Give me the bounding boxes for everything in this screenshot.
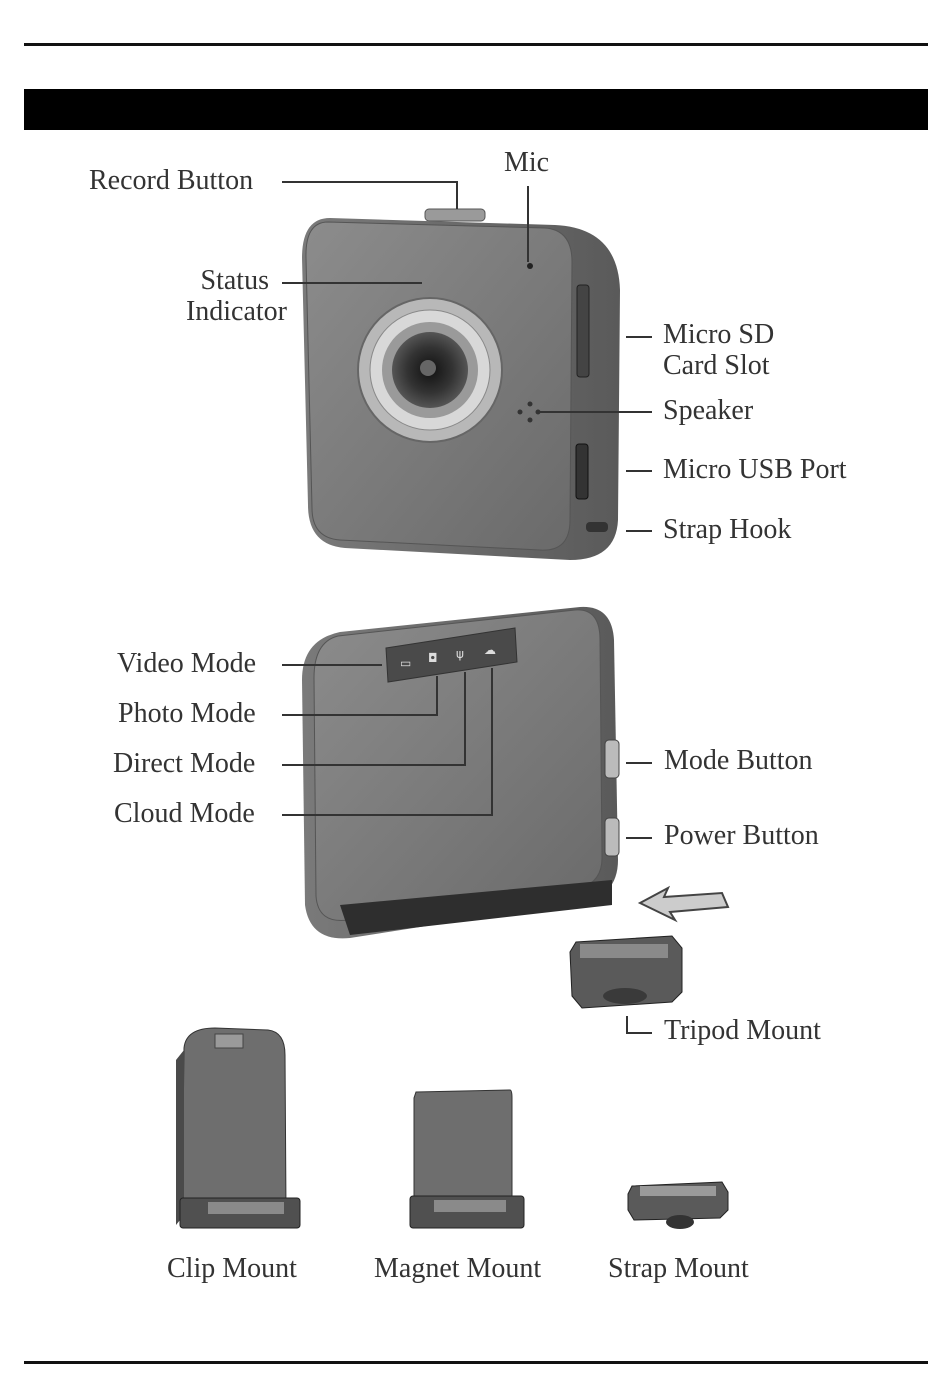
clip-mount-label: Clip Mount: [167, 1254, 297, 1284]
magnet-mount-shape: [410, 1090, 524, 1228]
direct-mode-leader-h: [282, 764, 466, 766]
speaker-leader: [540, 411, 652, 413]
mode-button-leader: [626, 762, 652, 764]
direct-mode-label: Direct Mode: [113, 749, 255, 779]
strap-hook-label: Strap Hook: [663, 515, 791, 545]
mic-hole: [527, 263, 533, 269]
speaker-label: Speaker: [663, 396, 753, 426]
record-button-label: Record Button: [89, 166, 253, 196]
power-button-leader: [626, 837, 652, 839]
micro-sd-label-line1: Micro SD: [663, 320, 774, 350]
cloud-mode-label: Cloud Mode: [114, 799, 255, 829]
tripod-mount-label: Tripod Mount: [664, 1016, 821, 1046]
status-indicator-label-line2: Indicator: [150, 297, 287, 327]
strap-hook-leader: [626, 530, 652, 532]
photo-mode-leader-v: [436, 676, 438, 716]
clip-mount-shape: [176, 1028, 300, 1228]
micro-sd-leader: [626, 336, 652, 338]
cloud-mode-leader-h: [282, 814, 493, 816]
cloud-mode-leader-v: [491, 668, 493, 816]
usb-port-shape: [576, 444, 588, 499]
micro-usb-label: Micro USB Port: [663, 455, 847, 485]
photo-mode-leader-h: [282, 714, 438, 716]
magnet-mount-label: Magnet Mount: [374, 1254, 541, 1284]
mode-button-shape: [605, 740, 619, 778]
record-button-leader-h: [282, 181, 458, 183]
slide-arrow: [640, 888, 728, 920]
strap-hook-shape: [586, 522, 608, 532]
svg-text:ψ: ψ: [456, 647, 464, 661]
record-button-shape: [425, 209, 485, 221]
power-button-label: Power Button: [664, 821, 819, 851]
power-button-shape: [605, 818, 619, 856]
photo-mode-label: Photo Mode: [118, 699, 256, 729]
tripod-mount-leader-h: [626, 1032, 652, 1034]
svg-text:▭: ▭: [400, 656, 411, 670]
video-mode-leader: [282, 664, 382, 666]
direct-mode-leader-v: [464, 672, 466, 766]
mic-leader: [527, 186, 529, 262]
status-indicator-label-line1: Status: [150, 266, 269, 296]
video-mode-label: Video Mode: [117, 649, 256, 679]
status-indicator-leader: [282, 282, 422, 284]
svg-text:☁: ☁: [484, 643, 496, 657]
mode-button-label: Mode Button: [664, 746, 813, 776]
mic-label: Mic: [504, 148, 549, 178]
record-button-leader-v: [456, 181, 458, 209]
strap-mount-label: Strap Mount: [608, 1254, 749, 1284]
svg-text:◘: ◘: [428, 651, 438, 665]
sd-slot-shape: [577, 285, 589, 377]
tripod-mount-shape: [570, 936, 682, 1008]
micro-usb-leader: [626, 470, 652, 472]
camera-back: ▭ ◘ ψ ☁: [302, 607, 619, 938]
camera-front: [302, 209, 620, 560]
strap-mount-shape: [628, 1182, 728, 1229]
micro-sd-label-line2: Card Slot: [663, 351, 770, 381]
